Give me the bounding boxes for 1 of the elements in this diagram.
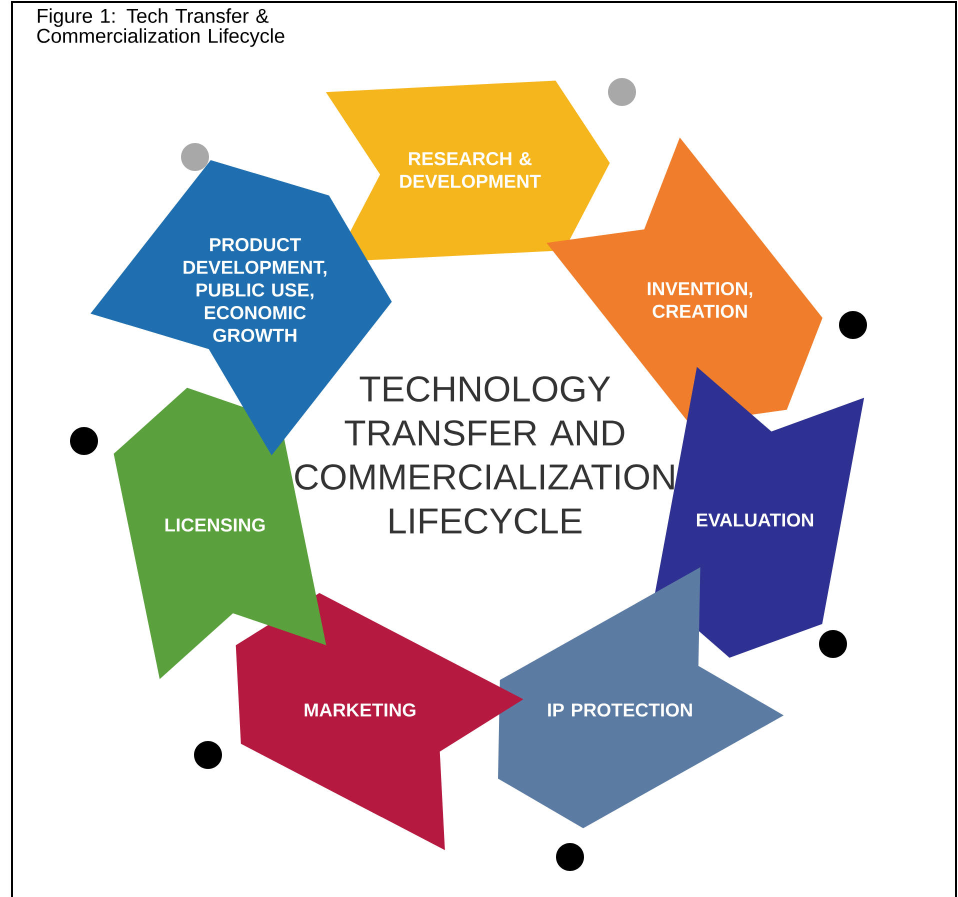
figure-title: Figure 1: Tech Transfer & Commercialization Lifecycle: [37, 8, 284, 47]
